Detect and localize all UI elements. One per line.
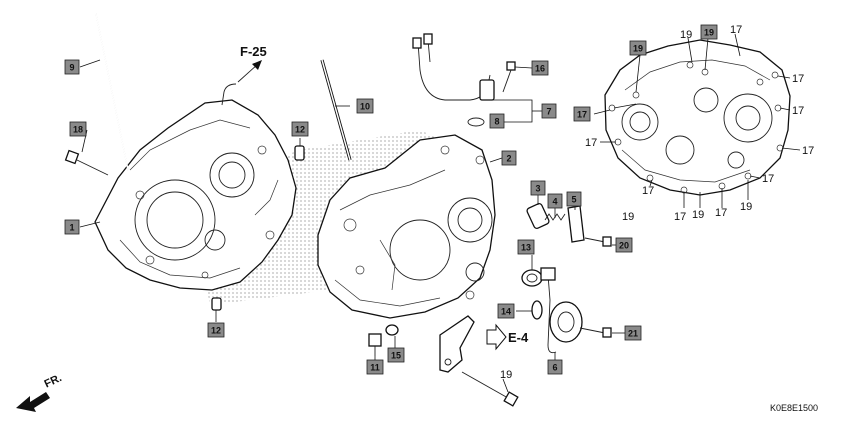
stud-bolt-10 — [320, 59, 352, 161]
bolt-20 — [584, 236, 612, 247]
tag-8: 8 — [489, 113, 505, 129]
label-17h: 17 — [715, 207, 727, 219]
f25-label: F-25 — [240, 44, 267, 59]
svg-text:15: 15 — [391, 351, 401, 361]
tag-12-lower: 12 — [207, 322, 225, 338]
label-19-bolt: 19 — [500, 369, 512, 381]
label-17b: 17 — [792, 73, 804, 85]
label-17i: 17 — [674, 211, 686, 223]
tag-9: 9 — [64, 59, 80, 75]
leader-lines — [79, 33, 801, 393]
label-17e: 17 — [762, 173, 774, 185]
f25-reference: F-25 — [237, 44, 267, 83]
label-19c: 19 — [692, 209, 704, 221]
svg-text:12: 12 — [211, 326, 221, 336]
bracket-plate — [439, 315, 475, 373]
svg-text:16: 16 — [535, 64, 545, 74]
tag-5: 5 — [566, 191, 582, 207]
svg-text:2: 2 — [506, 154, 511, 164]
svg-text:18: 18 — [73, 125, 83, 135]
svg-text:4: 4 — [552, 197, 557, 207]
o-ring-14 — [531, 300, 543, 320]
tag-17-inner: 17 — [573, 106, 591, 122]
tag-1: 1 — [64, 219, 80, 235]
bolt-21 — [579, 327, 612, 338]
oil-seal-13 — [521, 269, 543, 287]
tag-4: 4 — [547, 193, 563, 209]
label-19d: 19 — [622, 211, 634, 223]
dowel-pin-12-lower — [211, 297, 222, 311]
bolt-11 — [368, 333, 382, 356]
tag-16: 16 — [531, 60, 549, 76]
svg-text:3: 3 — [535, 184, 540, 194]
sensor-harness — [412, 33, 495, 127]
svg-text:14: 14 — [501, 307, 511, 317]
svg-text:9: 9 — [69, 63, 74, 73]
tag-19-inner: 19 — [629, 40, 647, 56]
tag-19-inner-2: 19 — [700, 24, 718, 40]
stopper-arm-5 — [567, 205, 585, 243]
tag-12-upper: 12 — [291, 121, 309, 137]
svg-text:20: 20 — [619, 241, 629, 251]
e4-reference: E-4 — [486, 323, 529, 351]
tag-14: 14 — [497, 303, 515, 319]
svg-text:21: 21 — [628, 329, 638, 339]
svg-text:8: 8 — [494, 117, 499, 127]
svg-text:6: 6 — [552, 363, 557, 373]
tag-15: 15 — [387, 347, 405, 363]
part-tags: 9 18 1 12 12 10 2 16 7 8 3 4 5 20 13 14 … — [64, 24, 718, 375]
washer-15 — [385, 324, 399, 336]
plunger-3 — [526, 202, 550, 230]
tag-2: 2 — [501, 150, 517, 166]
svg-text:19: 19 — [633, 44, 643, 54]
label-17c: 17 — [792, 105, 804, 117]
tag-18: 18 — [69, 121, 87, 137]
svg-text:5: 5 — [571, 195, 576, 205]
front-direction: FR. — [16, 372, 64, 412]
label-19a: 19 — [680, 29, 692, 41]
crankcase-inner-view — [604, 39, 791, 196]
svg-text:19: 19 — [704, 28, 714, 38]
tag-13: 13 — [517, 239, 535, 255]
tag-11: 11 — [366, 359, 384, 375]
bolt-16 — [502, 61, 516, 93]
tag-7: 7 — [541, 103, 557, 119]
svg-text:10: 10 — [360, 102, 370, 112]
label-17f: 17 — [585, 137, 597, 149]
label-17g: 17 — [642, 185, 654, 197]
tag-21: 21 — [624, 325, 642, 341]
diagram-code: K0E8E1500 — [770, 403, 818, 413]
svg-text:11: 11 — [370, 363, 380, 373]
tag-3: 3 — [530, 180, 546, 196]
svg-text:13: 13 — [521, 243, 531, 253]
svg-text:7: 7 — [546, 107, 551, 117]
tag-20: 20 — [615, 237, 633, 253]
label-17d: 17 — [802, 145, 814, 157]
bolt-18 — [64, 149, 109, 176]
stud-bolt-9 — [95, 13, 129, 171]
label-17a: 17 — [730, 24, 742, 36]
right-crankcase — [317, 134, 496, 319]
label-19b: 19 — [740, 201, 752, 213]
gear-position-switch-6 — [540, 267, 583, 354]
bolt-19-lower — [461, 371, 519, 407]
svg-text:1: 1 — [69, 223, 74, 233]
left-crankcase — [94, 83, 297, 291]
tag-6: 6 — [547, 359, 563, 375]
svg-text:12: 12 — [295, 125, 305, 135]
dowel-pin-12-upper — [294, 145, 305, 161]
inner-view-labels: 19 17 17 17 17 17 17 17 19 17 19 17 19 1… — [500, 24, 814, 381]
e4-label: E-4 — [508, 330, 529, 345]
front-label: FR. — [43, 372, 64, 390]
tag-10: 10 — [356, 98, 374, 114]
svg-text:17: 17 — [577, 110, 587, 120]
